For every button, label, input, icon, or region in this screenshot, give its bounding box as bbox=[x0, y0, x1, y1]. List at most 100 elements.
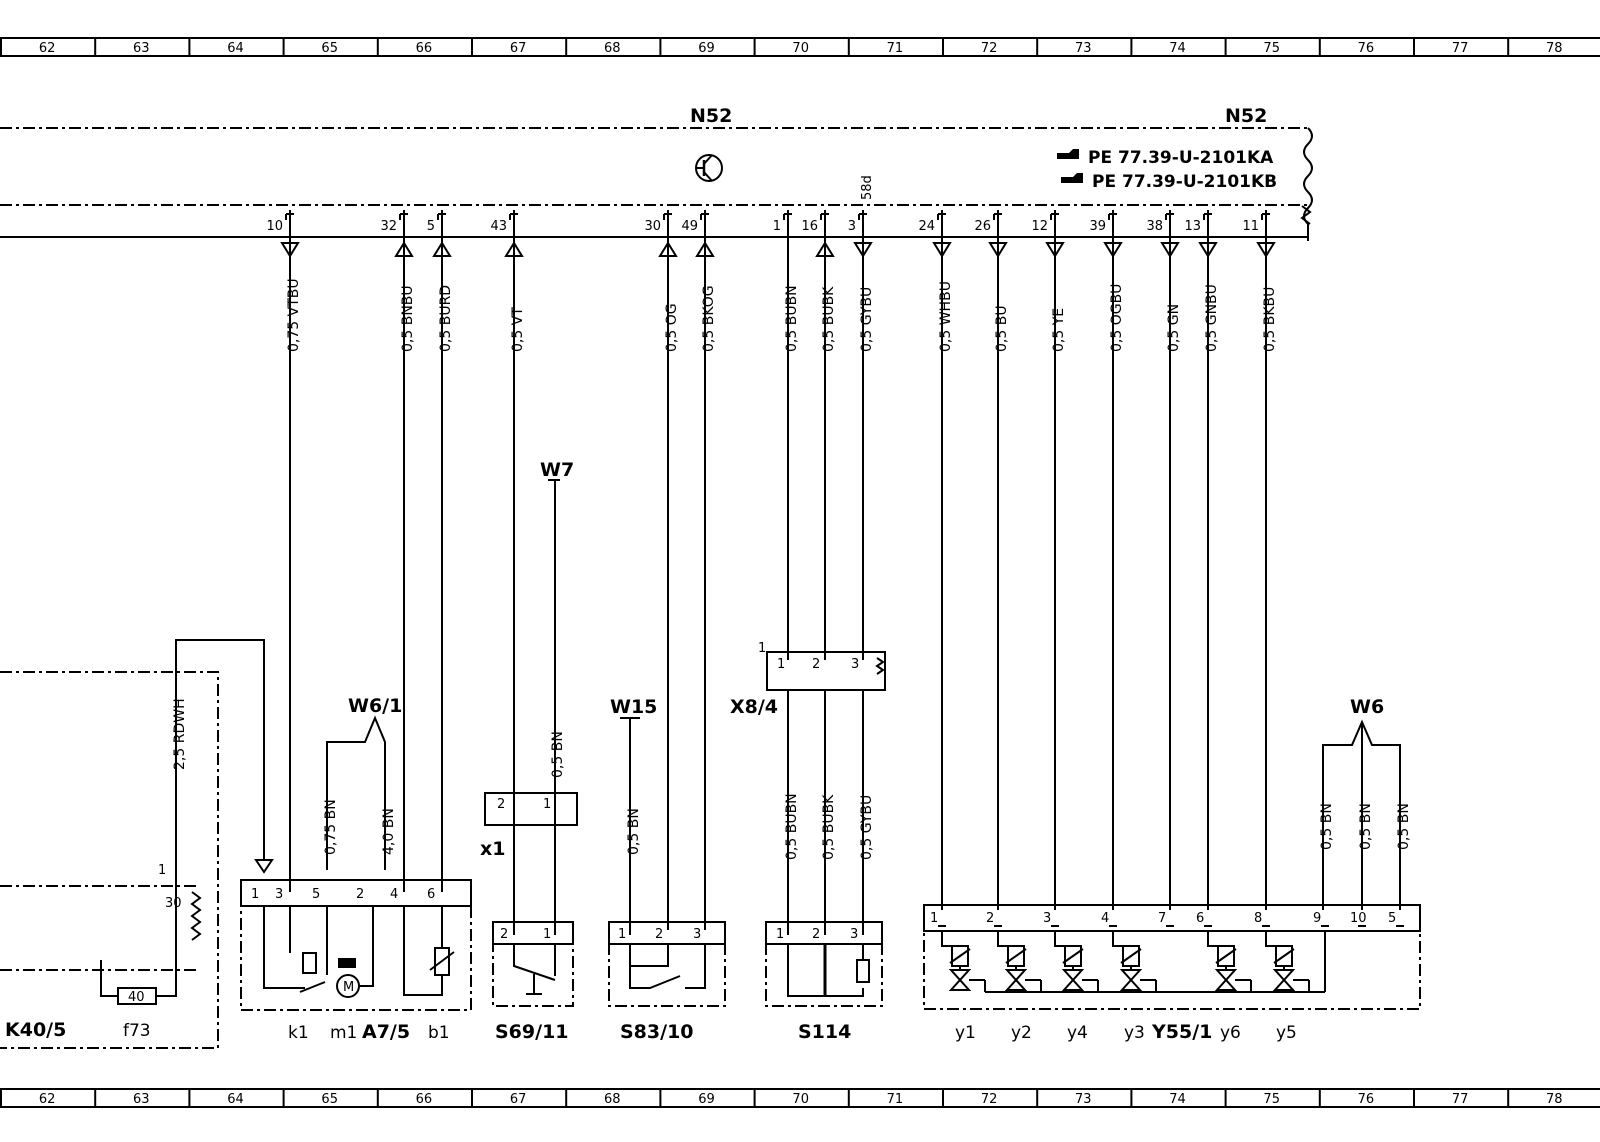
n52-wire-label: 0,5 BUBK bbox=[821, 286, 837, 352]
grid-number: 67 bbox=[510, 1092, 527, 1107]
n52-pin-number: 5 bbox=[427, 219, 435, 234]
ground-w7: W7 0,5 BN bbox=[540, 459, 574, 812]
k40-5-label: K40/5 bbox=[5, 1019, 66, 1041]
x8-4-label: X8/4 bbox=[730, 696, 778, 718]
grid-strip-bottom bbox=[0, 1088, 1600, 1108]
y55-1-pin: 8 bbox=[1254, 911, 1262, 926]
component-s69-11: 2 1 S69/11 bbox=[492, 921, 574, 1043]
grid-number: 66 bbox=[416, 41, 433, 56]
s83-10-pin-1: 1 bbox=[618, 927, 626, 942]
grid-number: 69 bbox=[698, 41, 715, 56]
y55-1-sub-y4: y4 bbox=[1067, 1023, 1088, 1043]
signal-arrow-down-icon bbox=[1103, 242, 1123, 258]
k40-5-pin-30: 30 bbox=[165, 896, 182, 911]
grid-number: 67 bbox=[510, 41, 527, 56]
n52-pin: 30,5 GYBU bbox=[848, 210, 875, 358]
ground-w6-1: W6/1 0,75 BN 4,0 BN bbox=[323, 695, 402, 870]
grid-number: 73 bbox=[1075, 1092, 1092, 1107]
x8-4-wire-3: 0,5 GYBU bbox=[859, 795, 875, 860]
y55-1-pin: 7 bbox=[1158, 911, 1166, 926]
n52-wire-label: 0,5 OG bbox=[664, 303, 680, 352]
k40-5-fuse-value: 40 bbox=[128, 990, 145, 1005]
n52-wire-label: 0,75 VTBU bbox=[286, 278, 302, 352]
signal-arrow-up-icon bbox=[815, 241, 835, 257]
n52-pin-number: 11 bbox=[1242, 219, 1259, 234]
signal-arrow-up-icon bbox=[394, 241, 414, 257]
solenoid-valve-icon bbox=[941, 931, 986, 992]
n52-pin-number: 32 bbox=[380, 219, 397, 234]
n52-pin: 160,5 BUBK bbox=[801, 210, 837, 358]
signal-arrow-down-icon bbox=[280, 242, 300, 258]
x8-4-wire-2: 0,5 BUBK bbox=[821, 794, 837, 860]
n52-wire-label: 0,5 BUBN bbox=[784, 285, 800, 352]
n52-wire-label: 0,5 BKBU bbox=[1262, 287, 1278, 352]
signal-arrow-down-icon bbox=[1256, 242, 1276, 258]
grid-number: 70 bbox=[792, 1092, 809, 1107]
y55-1-pin: 5 bbox=[1388, 911, 1396, 926]
solenoid-valve-icon bbox=[997, 931, 1042, 992]
n52-pin: 300,5 OG bbox=[644, 210, 680, 358]
n52-pin: 490,5 BKOG bbox=[681, 210, 717, 358]
grid-number: 72 bbox=[981, 41, 998, 56]
ground-w15: W15 0,5 BN bbox=[610, 696, 657, 935]
n52-wire-label: 0,5 BKOG bbox=[701, 285, 717, 352]
k40-5-wire: 2,5 RDWH bbox=[172, 698, 188, 770]
y55-1-sub-y3: y3 bbox=[1124, 1023, 1145, 1043]
s114-label: S114 bbox=[798, 1021, 851, 1043]
grid-number: 74 bbox=[1169, 1092, 1186, 1107]
a7-5-pin-4: 4 bbox=[390, 887, 398, 902]
component-a7-5: 1 3 5 2 4 6 M k1 m1 A7/5 b1 bbox=[240, 879, 472, 1043]
y55-1-pin: 2 bbox=[986, 911, 994, 926]
y55-1-pin: 6 bbox=[1196, 911, 1204, 926]
solenoid-valve-icon bbox=[1207, 931, 1252, 992]
n52-pin-number: 38 bbox=[1146, 219, 1163, 234]
n52-pin-number: 10 bbox=[266, 219, 283, 234]
signal-arrow-up-icon bbox=[658, 241, 678, 257]
y55-1-valves bbox=[941, 931, 1310, 992]
signal-arrow-up-icon bbox=[432, 241, 452, 257]
n52-pin-number: 3 bbox=[848, 219, 856, 234]
w6-1-label: W6/1 bbox=[348, 695, 402, 717]
grid-number: 75 bbox=[1263, 41, 1280, 56]
w15-label: W15 bbox=[610, 696, 657, 718]
signal-arrow-up-icon bbox=[504, 241, 524, 257]
grid-number: 70 bbox=[792, 41, 809, 56]
y55-1-sub-y6: y6 bbox=[1220, 1023, 1241, 1043]
signal-arrow-down-icon bbox=[853, 242, 873, 258]
component-s83-10: 1 2 3 S83/10 bbox=[608, 921, 726, 1043]
n52-pin-number: 12 bbox=[1031, 219, 1048, 234]
n52-pin-number: 26 bbox=[974, 219, 991, 234]
x1-pin-1: 1 bbox=[543, 797, 551, 812]
n52-pin-number: 1 bbox=[773, 219, 781, 234]
a7-5-label: A7/5 bbox=[362, 1021, 410, 1043]
y55-1-pin: 10 bbox=[1350, 911, 1367, 926]
grid-number: 73 bbox=[1075, 41, 1092, 56]
y55-1-pin: 1 bbox=[930, 911, 938, 926]
n52-pin: 390,5 OGBU bbox=[1089, 210, 1125, 358]
s114-pin-3: 3 bbox=[850, 927, 858, 942]
s83-10-pin-2: 2 bbox=[655, 927, 663, 942]
grid-number: 64 bbox=[227, 1092, 244, 1107]
a7-5-pin-3: 3 bbox=[275, 887, 283, 902]
s83-10-pin-3: 3 bbox=[693, 927, 701, 942]
n52-pin-number: 43 bbox=[490, 219, 507, 234]
ground-w6: W6 0,5 BN 0,5 BN 0,5 BN bbox=[1319, 696, 1412, 910]
grid-number: 72 bbox=[981, 1092, 998, 1107]
a7-5-sub-m1: m1 bbox=[330, 1023, 357, 1043]
n52-wire-label: 0,5 GN bbox=[1166, 304, 1182, 352]
solenoid-valve-icon bbox=[1265, 931, 1310, 992]
grid-number: 63 bbox=[133, 41, 150, 56]
grid-number: 62 bbox=[39, 1092, 56, 1107]
y55-1-sub-y5: y5 bbox=[1276, 1023, 1297, 1043]
y55-1-pin: 3 bbox=[1043, 911, 1051, 926]
a7-5-sub-k1: k1 bbox=[288, 1023, 309, 1043]
grid-number: 69 bbox=[698, 1092, 715, 1107]
n52-wire-label: 0,5 OGBU bbox=[1109, 284, 1125, 352]
signal-arrow-down-icon bbox=[1160, 242, 1180, 258]
grid-number: 62 bbox=[39, 41, 56, 56]
n52-wire-label: 0,5 BNBU bbox=[400, 285, 416, 352]
n52-pin: 260,5 BU bbox=[974, 210, 1010, 358]
